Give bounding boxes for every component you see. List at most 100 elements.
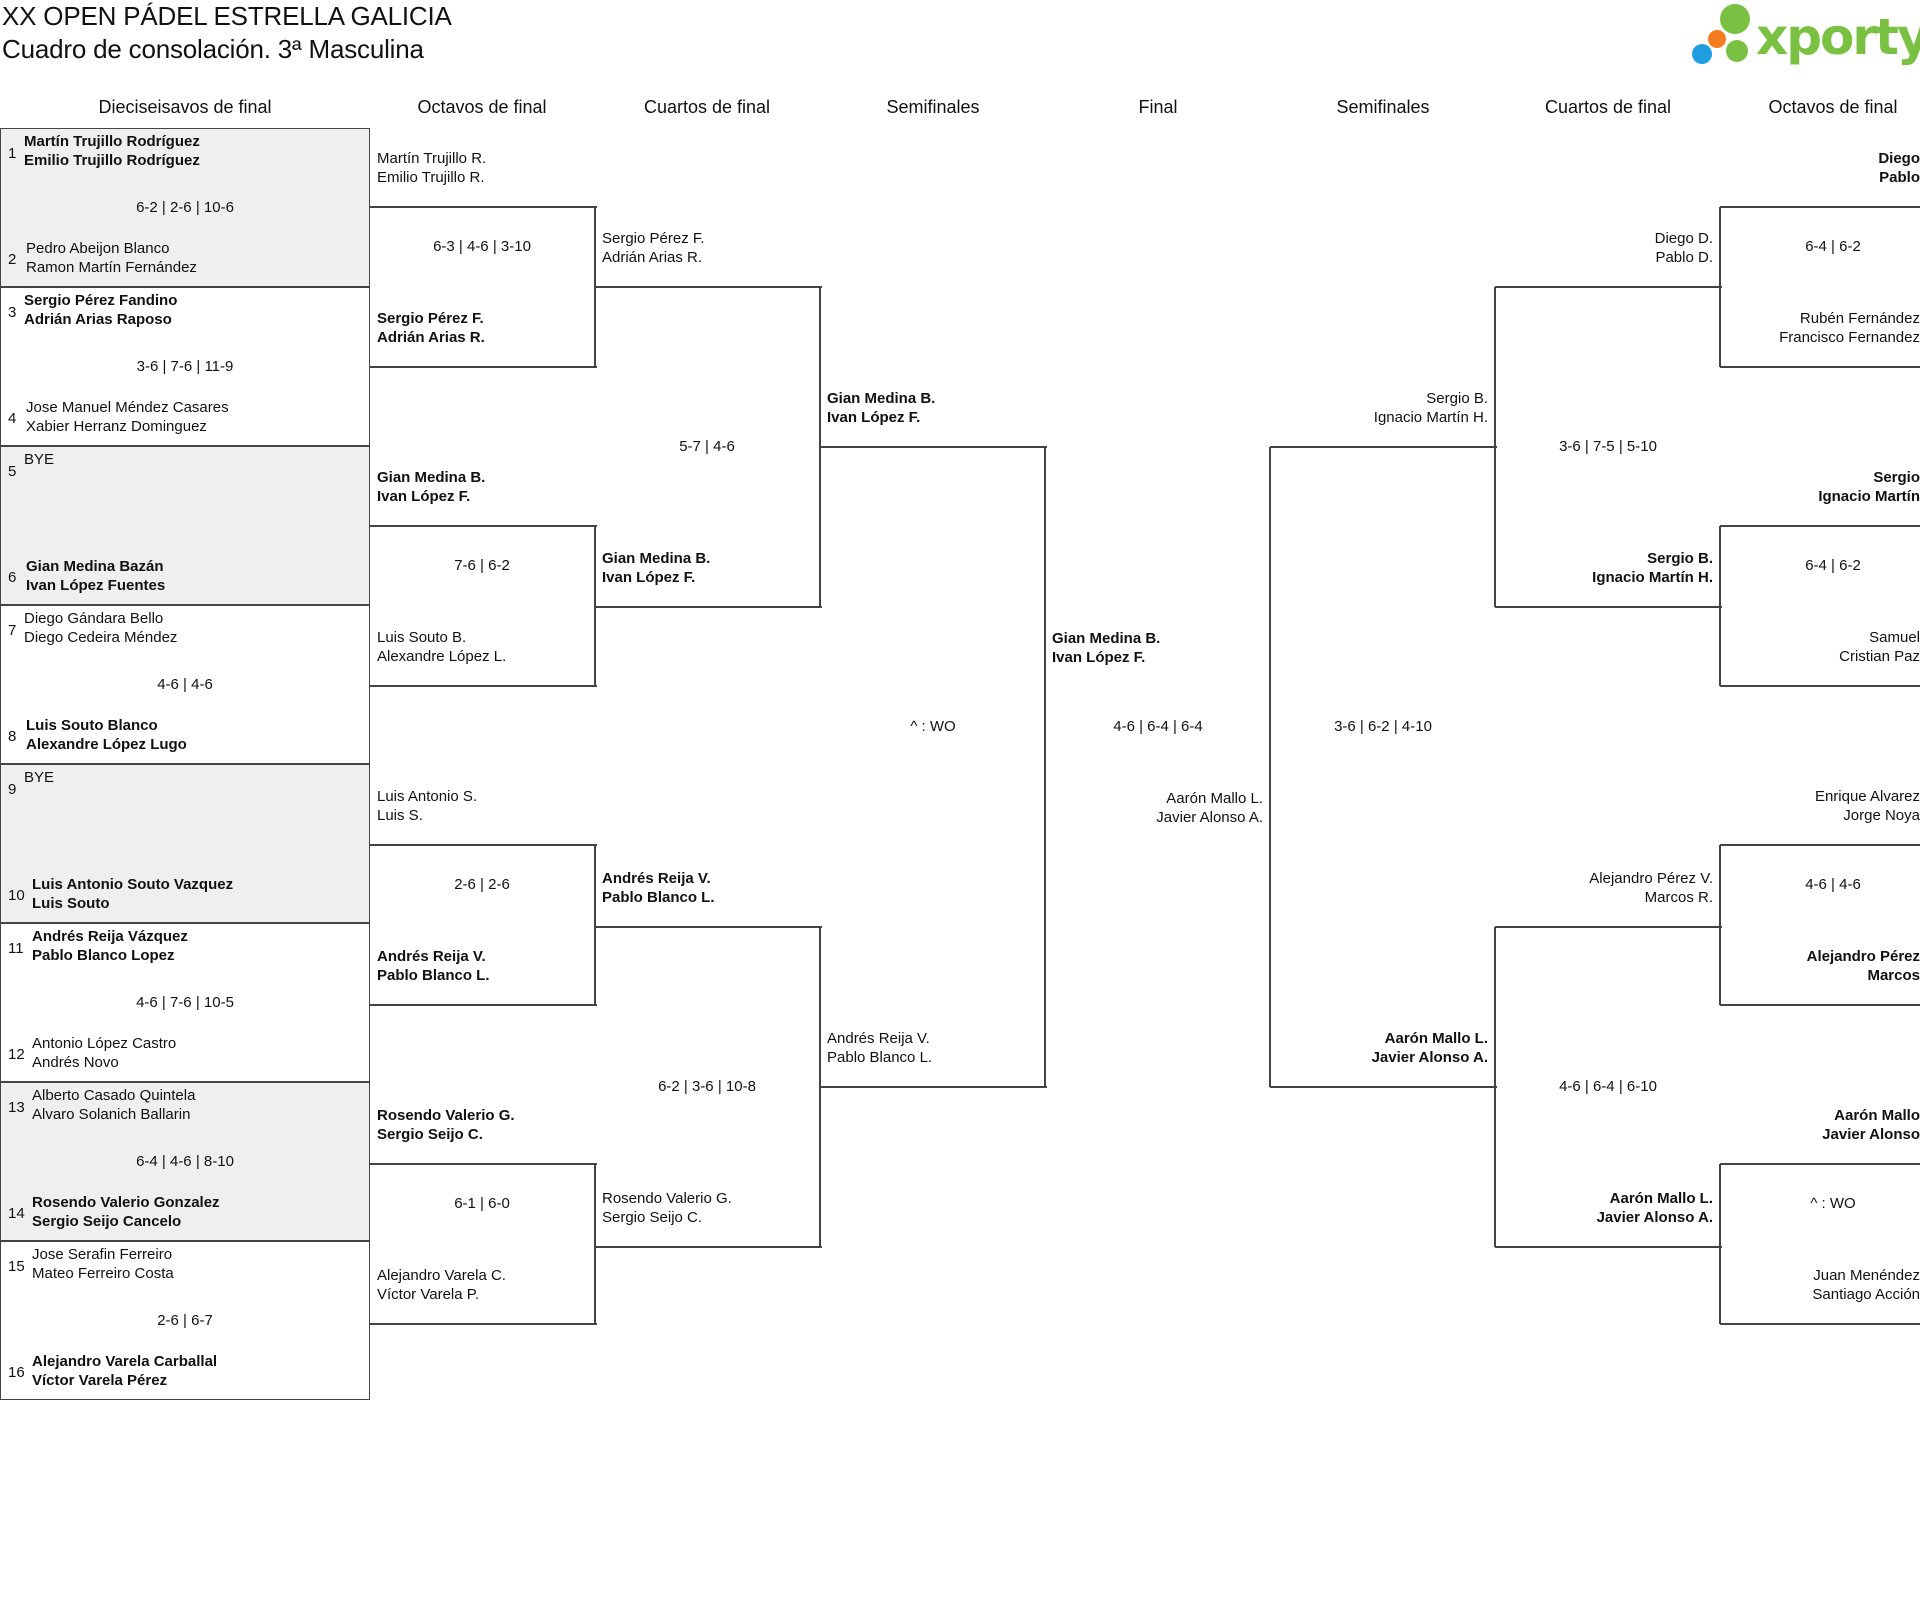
bracket-line — [1719, 845, 1721, 1005]
round-header: Semifinales — [1336, 97, 1430, 117]
match-score: 6-4 | 6-2 — [1805, 557, 1861, 574]
tournament-title: XX OPEN PÁDEL ESTRELLA GALICIA — [2, 1, 452, 31]
team-name: Sergio Seijo C. — [602, 1209, 703, 1226]
team-name: Javier Alonso — [1822, 1126, 1920, 1143]
match-score: 6-4 | 4-6 | 8-10 — [136, 1153, 234, 1170]
bracket-line — [370, 1323, 597, 1325]
match-score: 6-2 | 3-6 | 10-8 — [658, 1078, 756, 1095]
team-name: Luis Souto — [32, 895, 110, 912]
bracket-line — [1719, 526, 1721, 686]
xporty-logo: xporty — [1688, 0, 1920, 70]
team-name: Alejandro Varela Carballal — [32, 1353, 218, 1370]
bracket-line — [1269, 447, 1271, 1087]
bracket-line — [595, 286, 822, 288]
team-name: Luis Souto Blanco — [26, 717, 158, 734]
bracket-line — [1495, 606, 1722, 608]
team-name: Sergio Seijo Cancelo — [32, 1213, 182, 1230]
team-name: Aarón Mallo L. — [1166, 790, 1263, 807]
team-name: Andrés Reija Vázquez — [32, 928, 188, 945]
team-name: Juan Menéndez — [1813, 1267, 1920, 1284]
seed-number: 15 — [8, 1258, 25, 1275]
team-name: Ramon Martín Fernández — [26, 259, 197, 276]
match-score: 3-6 | 7-5 | 5-10 — [1559, 438, 1657, 455]
match-score: 3-6 | 7-6 | 11-9 — [136, 358, 234, 375]
bracket-line — [595, 1246, 822, 1248]
round-header: Final — [1138, 97, 1178, 117]
team-name: Adrián Arias R. — [377, 329, 485, 346]
bracket-line — [1720, 1323, 1920, 1325]
round-header: Octavos de final — [1768, 97, 1898, 117]
team-name: Marcos — [1867, 967, 1920, 984]
match-score: ^ : WO — [910, 718, 956, 735]
bracket-line — [1270, 446, 1497, 448]
team-name: Ivan López F. — [1052, 649, 1146, 666]
match-score: 4-6 | 7-6 | 10-5 — [136, 994, 234, 1011]
match-score: 4-6 | 4-6 — [1805, 876, 1861, 893]
team-name: Andrés Reija V. — [827, 1030, 930, 1047]
bracket-line — [1720, 1004, 1920, 1006]
team-name: Pablo — [1879, 169, 1920, 186]
bracket-line — [1495, 286, 1722, 288]
team-name: Luis Antonio Souto Vazquez — [32, 876, 234, 893]
match-score: 4-6 | 6-4 | 6-10 — [1559, 1078, 1657, 1095]
seed-number: 3 — [8, 304, 17, 321]
team-name: Javier Alonso A. — [1156, 809, 1263, 826]
seed-number: 2 — [8, 251, 17, 268]
bracket-line — [370, 685, 597, 687]
team-name: Víctor Varela P. — [377, 1286, 479, 1303]
bracket-line — [820, 1086, 1047, 1088]
team-name: Andrés Reija V. — [602, 870, 711, 887]
seed-number: 11 — [8, 940, 24, 957]
match-score: 7-6 | 6-2 — [454, 557, 510, 574]
team-name: Antonio López Castro — [32, 1035, 177, 1052]
bracket-line — [1720, 1163, 1920, 1165]
bracket-line — [1495, 1246, 1722, 1248]
bracket-line — [1720, 844, 1920, 846]
seed-number: 8 — [8, 728, 17, 745]
team-name: Cristian Paz — [1839, 648, 1920, 665]
team-name: Rosendo Valerio G. — [377, 1107, 515, 1124]
bracket-line — [370, 844, 597, 846]
team-name: Gian Medina B. — [827, 390, 936, 407]
team-name: Javier Alonso A. — [1596, 1209, 1713, 1226]
bracket-line — [1494, 927, 1496, 1247]
team-name: Jose Serafin Ferreiro — [32, 1246, 173, 1263]
team-name: Adrián Arias Raposo — [24, 311, 172, 328]
team-name: Ignacio Martín H. — [1373, 409, 1488, 426]
team-name: Jorge Noya — [1843, 807, 1920, 824]
team-name: Xabier Herranz Dominguez — [26, 418, 207, 435]
team-name: BYE — [24, 451, 55, 468]
team-name: Sergio B. — [1647, 550, 1713, 567]
team-name: Sergio Pérez F. — [602, 230, 705, 247]
team-name: Aarón Mallo L. — [1384, 1030, 1488, 1047]
bracket-line — [1720, 685, 1920, 687]
bracket-line — [1719, 1164, 1721, 1324]
match-box — [0, 764, 370, 923]
team-name: Alberto Casado Quintela — [32, 1087, 196, 1104]
bracket-line — [1719, 207, 1721, 367]
team-name: Ignacio Martín H. — [1592, 569, 1713, 586]
team-name: Javier Alonso A. — [1371, 1049, 1488, 1066]
match-box — [0, 128, 370, 287]
bracket-line — [1044, 447, 1046, 1087]
team-name: Diego Gándara Bello — [24, 610, 164, 627]
round-header: Octavos de final — [417, 97, 547, 117]
bracket-line — [370, 1163, 597, 1165]
match-box — [0, 1241, 370, 1400]
team-name: Alexandre López L. — [377, 648, 507, 665]
team-name: Alvaro Solanich Ballarin — [32, 1106, 191, 1123]
team-name: Emilio Trujillo R. — [377, 169, 485, 186]
team-name: Alejandro Varela C. — [377, 1267, 506, 1284]
seed-number: 13 — [8, 1099, 25, 1116]
team-name: Rosendo Valerio Gonzalez — [32, 1194, 220, 1211]
team-name: Emilio Trujillo Rodríguez — [24, 152, 200, 169]
team-name: Luis Antonio S. — [377, 788, 478, 805]
team-name: Rosendo Valerio G. — [602, 1190, 732, 1207]
seed-number: 7 — [8, 622, 17, 639]
team-name: Sergio Pérez F. — [377, 310, 484, 327]
bracket-line — [595, 926, 822, 928]
match-score: 6-2 | 2-6 | 10-6 — [136, 199, 234, 216]
team-name: Diego D. — [1654, 230, 1713, 247]
round-header: Semifinales — [886, 97, 980, 117]
match-score: ^ : WO — [1810, 1195, 1856, 1212]
